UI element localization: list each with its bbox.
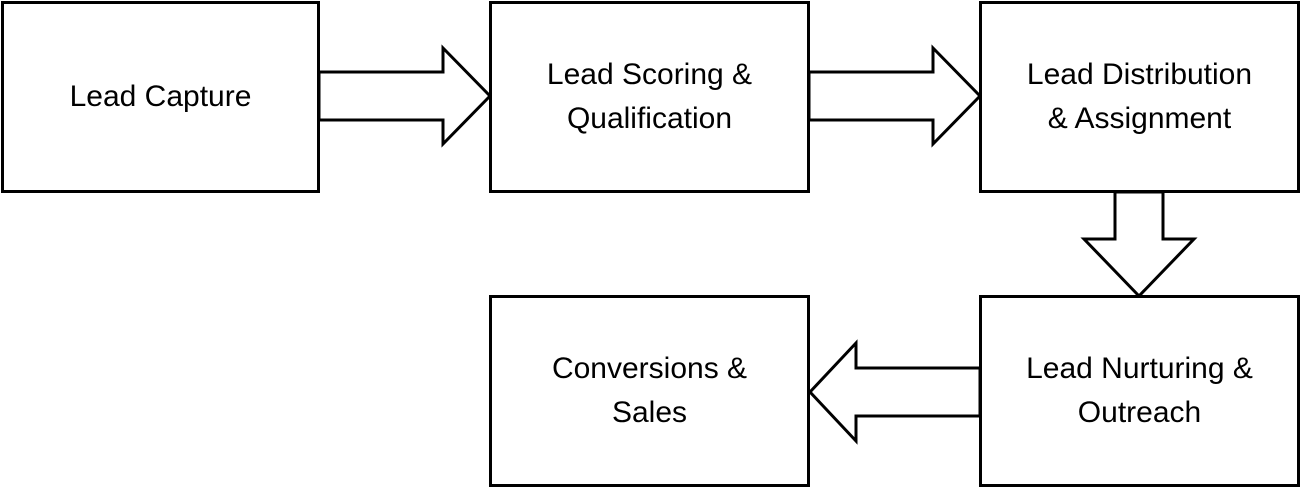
arrow-left-icon bbox=[807, 339, 982, 445]
step-lead-capture: Lead Capture bbox=[1, 1, 320, 193]
step-label: Conversions & Sales bbox=[551, 352, 748, 429]
step-label: Lead Capture bbox=[69, 80, 252, 113]
step-lead-nurturing: Lead Nurturing & Outreach bbox=[979, 295, 1300, 487]
step-label: Lead Distribution & Assignment bbox=[1026, 58, 1253, 135]
step-lead-distribution: Lead Distribution & Assignment bbox=[979, 1, 1300, 193]
arrow-down-icon bbox=[1080, 190, 1198, 299]
step-label: Lead Nurturing & Outreach bbox=[1026, 352, 1253, 429]
step-conversions: Conversions & Sales bbox=[489, 295, 810, 487]
step-lead-scoring: Lead Scoring & Qualification bbox=[489, 1, 810, 193]
arrow-right-icon bbox=[317, 44, 493, 148]
step-label: Lead Scoring & Qualification bbox=[546, 58, 753, 135]
arrow-right-icon bbox=[807, 44, 983, 148]
